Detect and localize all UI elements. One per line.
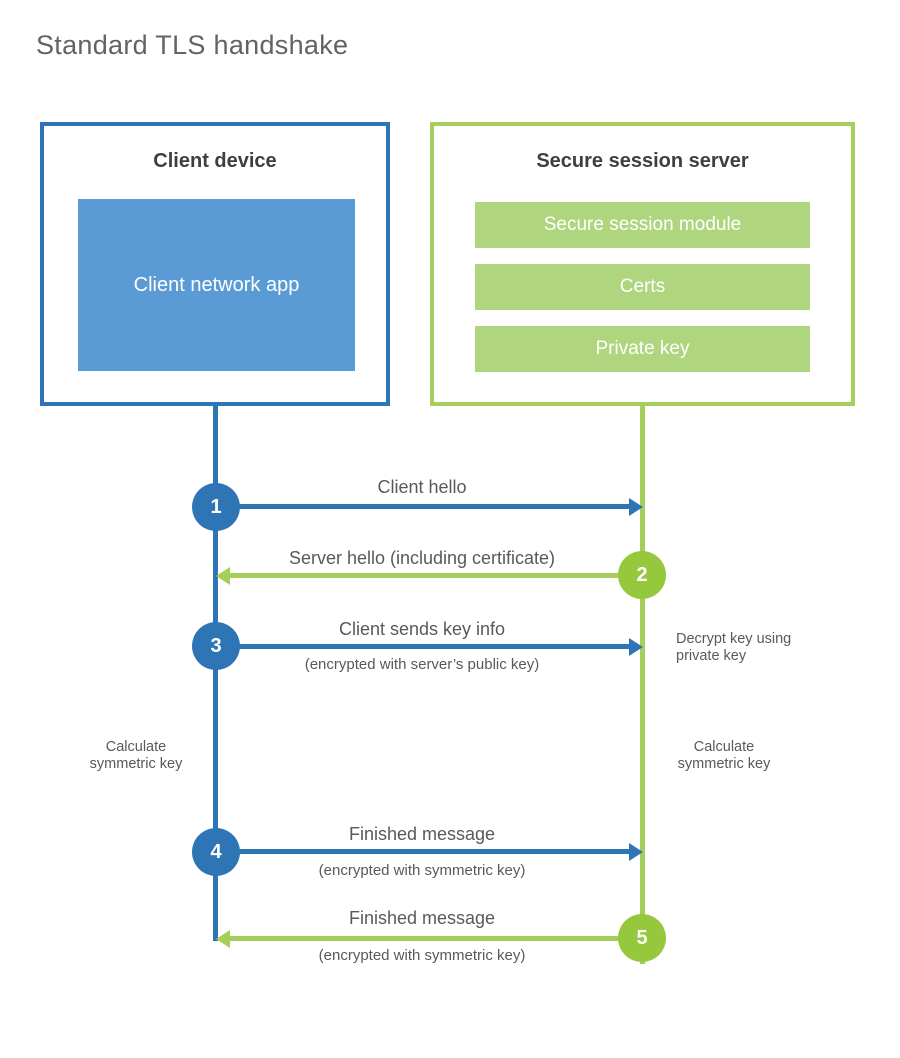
- client-network-app-label: Client network app: [133, 274, 300, 296]
- arrowhead-right-icon: [629, 498, 643, 516]
- message-label-key-info: Client sends key info: [338, 619, 506, 639]
- message-label-client-hello: Client hello: [377, 477, 467, 497]
- step-circle-3: 3: [192, 622, 240, 670]
- message-sub-key-info: (encrypted with server’s public key): [304, 656, 540, 673]
- client-device-box: Client device Client network app: [40, 122, 390, 406]
- server-lifeline: [640, 406, 645, 964]
- arrow-client-hello: [216, 504, 630, 509]
- message-sub-finished-server: (encrypted with symmetric key): [318, 947, 526, 964]
- note-calculate-symmetric-key-client: Calculate symmetric key: [89, 739, 183, 772]
- server-module-secure-session: Secure session module: [475, 202, 810, 248]
- message-sub-finished-client: (encrypted with symmetric key): [318, 862, 526, 879]
- page-title: Standard TLS handshake: [36, 30, 349, 60]
- server-module-private-key: Private key: [475, 326, 810, 372]
- arrowhead-right-icon: [629, 638, 643, 656]
- message-label-finished-server: Finished message: [348, 908, 496, 928]
- step-circle-4: 4: [192, 828, 240, 876]
- note-calculate-symmetric-key-server: Calculate symmetric key: [677, 739, 771, 772]
- client-device-title: Client device: [153, 150, 277, 172]
- message-label-server-hello: Server hello (including certificate): [288, 548, 556, 568]
- arrow-finished-client: [216, 849, 630, 854]
- message-label-finished-client: Finished message: [348, 824, 496, 844]
- arrowhead-right-icon: [629, 843, 643, 861]
- secure-session-server-title: Secure session server: [536, 150, 749, 172]
- client-lifeline: [213, 406, 218, 941]
- note-decrypt-key: Decrypt key using private key: [676, 631, 792, 664]
- arrow-finished-server: [228, 936, 642, 941]
- arrow-server-hello: [228, 573, 642, 578]
- secure-session-server-box: Secure session server Secure session mod…: [430, 122, 855, 406]
- server-module-certs: Certs: [475, 264, 810, 310]
- step-circle-2: 2: [618, 551, 666, 599]
- step-circle-1: 1: [192, 483, 240, 531]
- step-circle-5: 5: [618, 914, 666, 962]
- arrowhead-left-icon: [216, 567, 230, 585]
- arrowhead-left-icon: [216, 930, 230, 948]
- client-network-app-box: Client network app: [78, 199, 355, 371]
- arrow-key-info: [216, 644, 630, 649]
